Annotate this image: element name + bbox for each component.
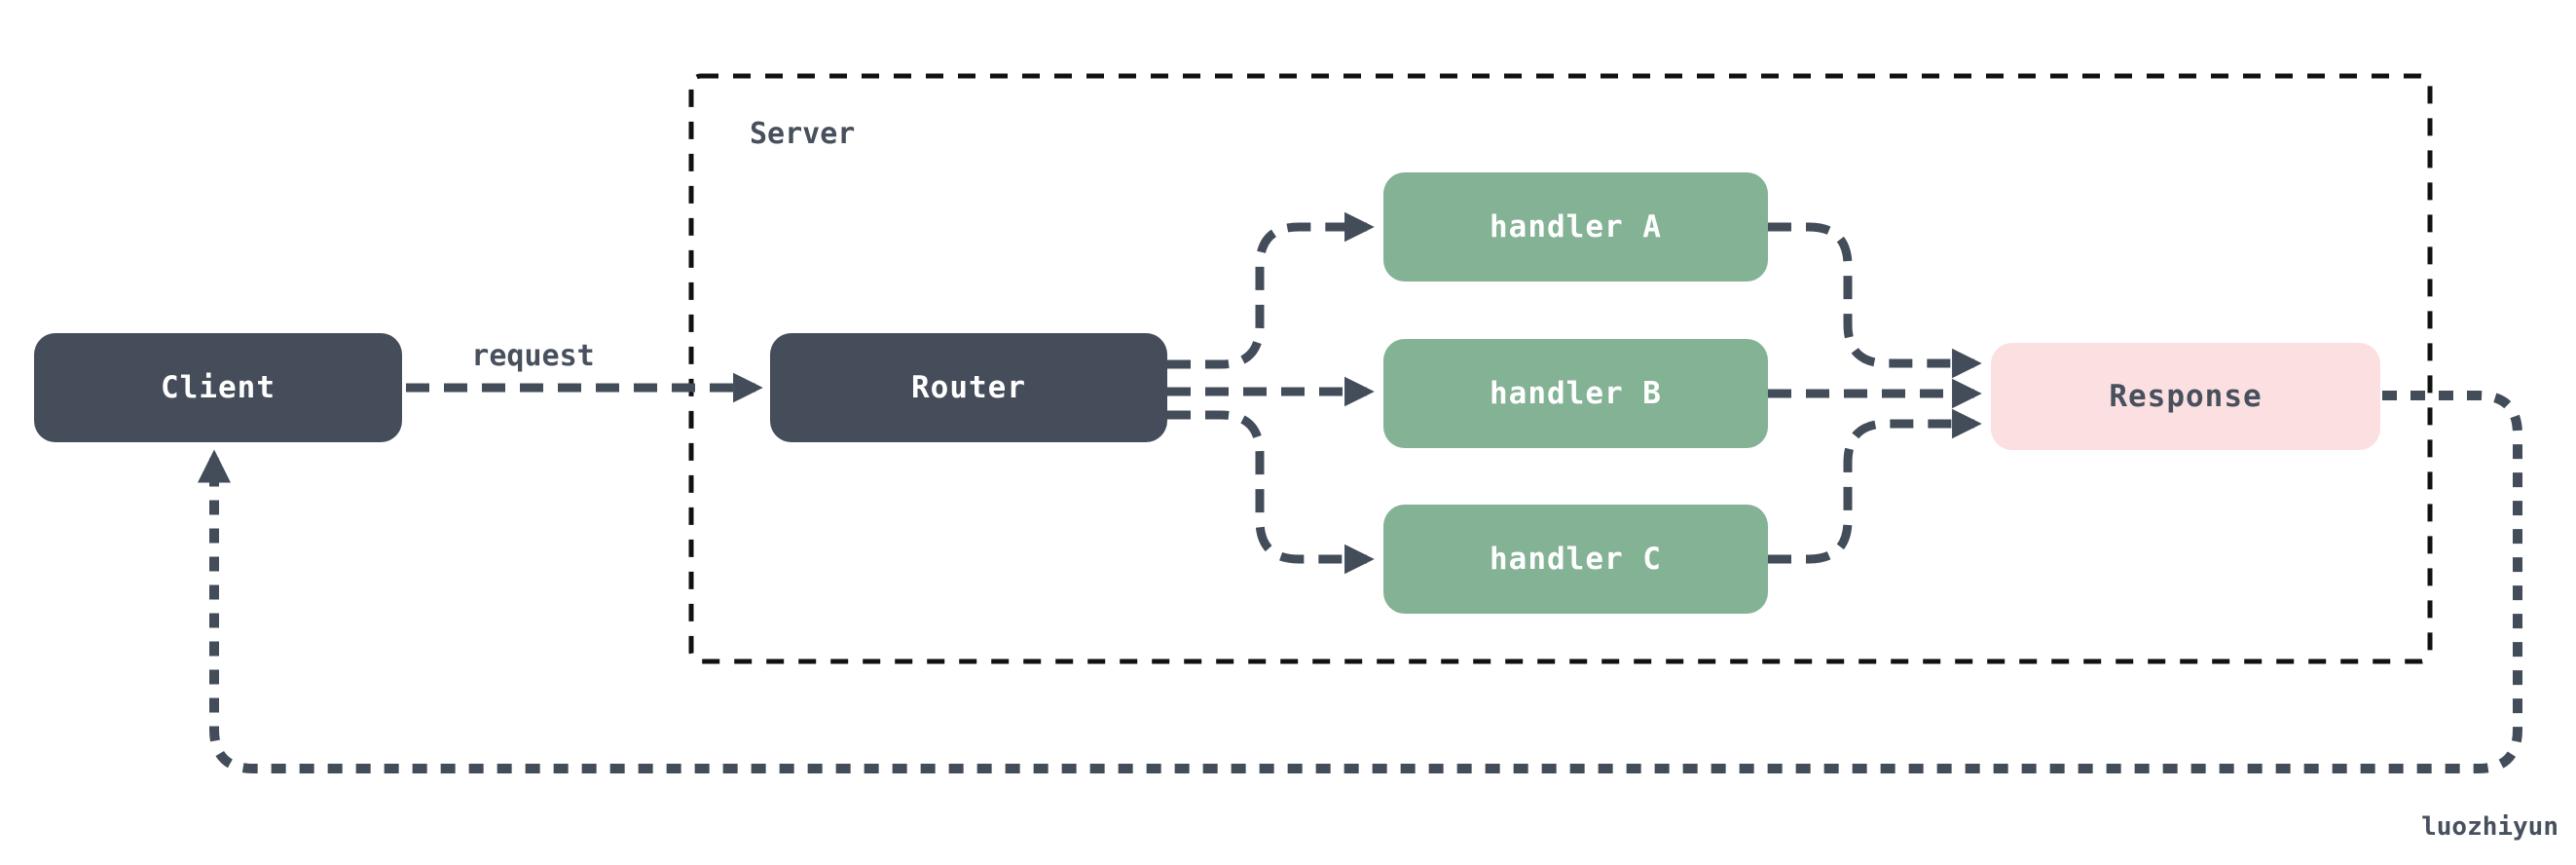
node-handler-c: handler C (1383, 505, 1768, 614)
node-response: Response (1991, 343, 2380, 450)
node-handler-a: handler A (1383, 172, 1768, 282)
edge-handler-c-response (1768, 408, 1982, 564)
request-edge-label: request (471, 339, 595, 373)
node-router: Router (770, 333, 1167, 442)
watermark-text: luozhiyun (2421, 812, 2558, 842)
node-client: Client (34, 333, 402, 442)
edge-response-client (197, 391, 2522, 773)
node-handler-b: handler B (1383, 339, 1768, 448)
edge-router-handler-a (1167, 211, 1375, 369)
edge-handler-a-response (1768, 222, 1982, 379)
server-group-label: Server (750, 117, 856, 151)
edge-router-handler-c (1167, 410, 1375, 575)
